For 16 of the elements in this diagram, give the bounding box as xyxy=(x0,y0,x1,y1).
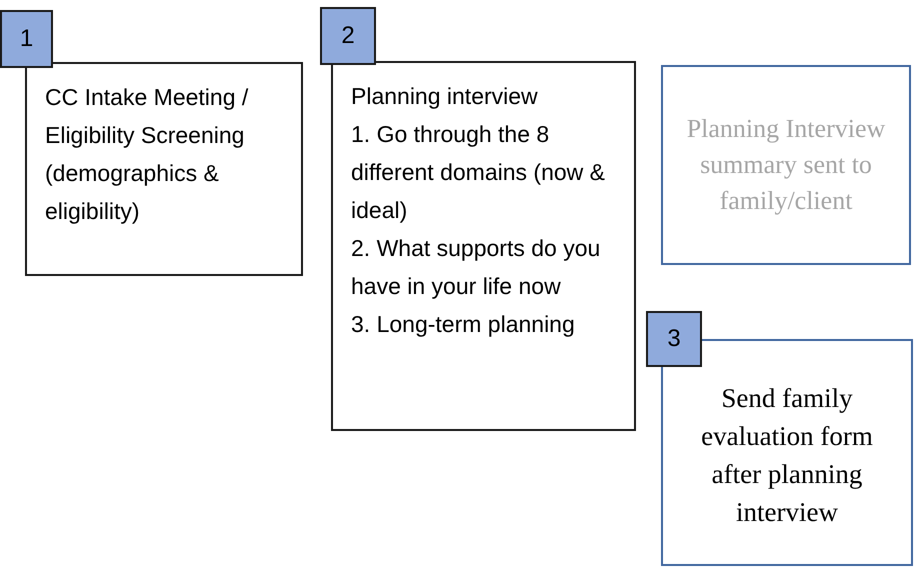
step-number: 2 xyxy=(341,21,355,51)
step-number: 3 xyxy=(667,324,681,354)
box-text: 2. What supports do you have in your life now xyxy=(351,234,602,301)
process-box xyxy=(331,61,636,431)
box-text: 1. Go through the 8 different domains (now & ideal) xyxy=(351,120,606,225)
step-number: 1 xyxy=(20,24,34,54)
box-text: CC Intake Meeting / Eligibility Screening (demographics & eligibility) xyxy=(45,83,250,226)
process-box xyxy=(661,65,911,265)
box-text: 3. Long-term planning xyxy=(351,310,576,339)
step-number-badge xyxy=(646,311,702,367)
box-text: Send family evaluation form after planning interview xyxy=(700,382,874,529)
process-box xyxy=(25,62,303,276)
step-number-badge xyxy=(320,7,376,65)
step-number-badge xyxy=(0,10,53,68)
box-text: Planning interview xyxy=(351,82,539,111)
box-text: Planning Interview summary sent to family/client xyxy=(686,113,886,217)
